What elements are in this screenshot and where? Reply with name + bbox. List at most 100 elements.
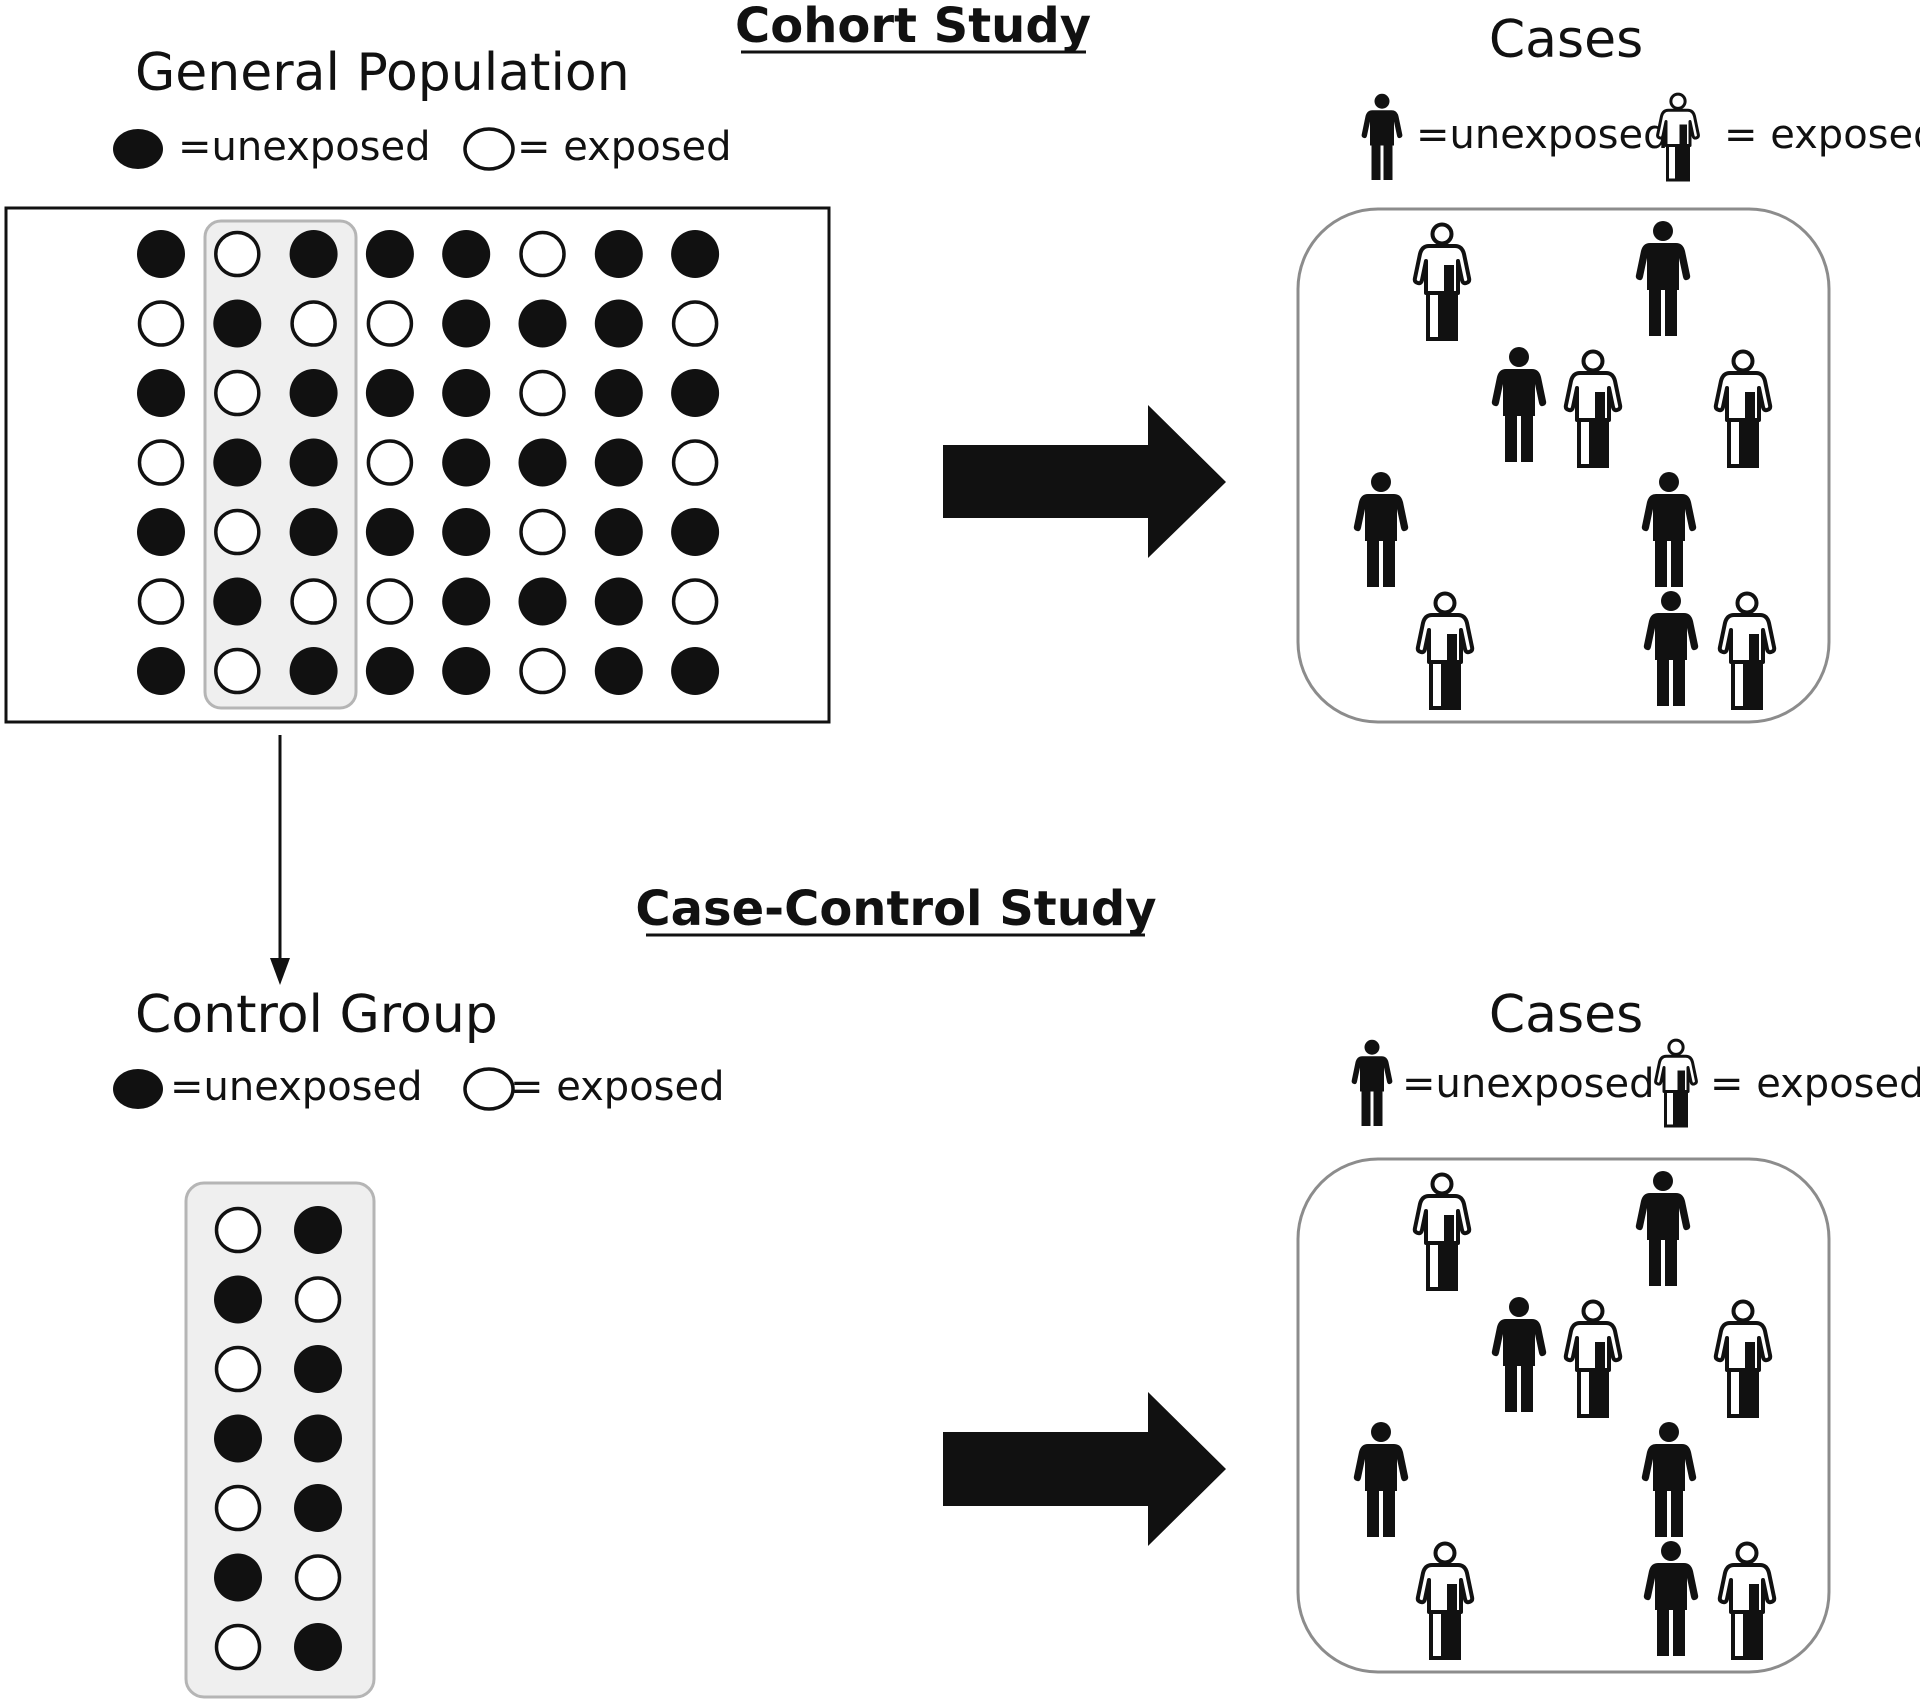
control-unexposed-dot xyxy=(214,1275,262,1324)
unexposed-person-icon xyxy=(1361,93,1403,180)
exposed-person-icon xyxy=(1412,222,1472,341)
population-unexposed-dot xyxy=(442,508,491,556)
population-exposed-dot xyxy=(366,578,414,625)
cc-cases-label: Cases xyxy=(1489,985,1643,1045)
control-unexposed-dot xyxy=(294,1345,342,1393)
population-exposed-dot xyxy=(214,647,261,695)
exposed-person-icon xyxy=(1415,1541,1475,1660)
unexposed-person-icon xyxy=(1635,221,1691,336)
population-unexposed-dot xyxy=(137,647,185,695)
population-unexposed-dot xyxy=(671,230,720,278)
population-unexposed-dot xyxy=(594,299,643,348)
control-legend-unexposed: =unexposed xyxy=(170,1064,423,1110)
exposed-person-icon xyxy=(1717,1541,1777,1660)
population-unexposed-dot xyxy=(671,369,720,417)
population-unexposed-dot xyxy=(442,230,491,278)
population-exposed-dot xyxy=(519,369,566,417)
control-unexposed-dot xyxy=(214,1553,262,1602)
population-unexposed-dot xyxy=(289,369,338,417)
population-exposed-dot xyxy=(137,439,185,486)
control-exposed-dot xyxy=(214,1206,262,1254)
exposed-person-icon xyxy=(1415,591,1475,710)
unexposed-person-icon xyxy=(1635,1171,1691,1286)
population-unexposed-dot xyxy=(365,230,414,278)
exposed-person-icon xyxy=(1717,591,1777,710)
population-unexposed-dot xyxy=(289,438,338,487)
exposed-person-icon xyxy=(1654,1038,1698,1128)
unexposed-person-icon xyxy=(1491,1297,1547,1412)
unexposed-person-icon xyxy=(1641,472,1697,587)
cohort-arrow-icon xyxy=(943,405,1226,558)
unexposed-person-icon xyxy=(1353,472,1409,587)
population-unexposed-dot xyxy=(442,369,491,417)
control-exposed-dot xyxy=(214,1484,262,1532)
population-unexposed-dot xyxy=(518,438,567,487)
population-dots xyxy=(137,230,720,695)
exposed-person-icon xyxy=(1713,1299,1773,1418)
population-exposed-dot xyxy=(214,369,261,417)
population-unexposed-dot xyxy=(594,508,643,556)
population-unexposed-dot xyxy=(671,647,720,695)
cohort-cases-legend-exposed: = exposed xyxy=(1724,112,1920,158)
unexposed-person-icon xyxy=(1643,591,1699,706)
legend-unexposed-person-icon xyxy=(1351,1039,1393,1126)
exposed-person-icon xyxy=(1563,349,1623,468)
control-unexposed-dot xyxy=(294,1623,342,1671)
legend-unexposed-dot-icon xyxy=(113,1069,163,1109)
population-exposed-dot xyxy=(671,439,719,486)
population-unexposed-dot xyxy=(137,369,185,417)
legend-unexposed-dot-icon xyxy=(113,129,163,169)
population-unexposed-dot xyxy=(518,299,567,348)
unexposed-person-icon xyxy=(1643,1541,1699,1656)
population-label: General Population xyxy=(135,43,630,103)
population-unexposed-dot xyxy=(289,230,338,278)
population-unexposed-dot xyxy=(442,647,491,695)
population-unexposed-dot xyxy=(289,647,338,695)
population-unexposed-dot xyxy=(442,299,491,348)
population-unexposed-dot xyxy=(594,369,643,417)
unexposed-person-icon xyxy=(1491,347,1547,462)
legend-exposed-dot-icon xyxy=(463,127,515,171)
population-exposed-dot xyxy=(290,578,337,625)
control-exposed-dot xyxy=(214,1345,262,1393)
case-control-arrow-icon xyxy=(943,1392,1226,1546)
legend-exposed-person-icon xyxy=(1654,1038,1698,1128)
cohort-cases-legend-unexposed: =unexposed xyxy=(1416,112,1669,158)
unexposed-person-icon xyxy=(1353,1422,1409,1537)
legend-exposed-dot-icon xyxy=(463,1067,515,1111)
population-unexposed-dot xyxy=(289,508,338,556)
exposed-person-icon xyxy=(1713,349,1773,468)
cc-cases-people xyxy=(1353,1171,1777,1660)
population-unexposed-dot xyxy=(365,647,414,695)
population-exposed-dot xyxy=(214,230,261,278)
unexposed-person-icon xyxy=(1351,1039,1393,1126)
population-unexposed-dot xyxy=(442,577,491,626)
control-exposed-dot xyxy=(214,1623,262,1671)
control-legend-exposed: = exposed xyxy=(510,1064,725,1110)
population-legend-exposed: = exposed xyxy=(517,124,732,170)
control-unexposed-dot xyxy=(214,1414,262,1463)
case-control-section: Case-Control Study Control Group =unexpo… xyxy=(113,881,1920,1699)
population-legend-unexposed: =unexposed xyxy=(178,124,431,170)
population-unexposed-dot xyxy=(518,577,567,626)
population-unexposed-dot xyxy=(137,508,185,556)
population-unexposed-dot xyxy=(213,577,262,626)
population-exposed-dot xyxy=(214,508,261,556)
population-exposed-dot xyxy=(519,508,566,556)
population-unexposed-dot xyxy=(137,230,185,278)
exposed-person-icon xyxy=(1563,1299,1623,1418)
population-exposed-dot xyxy=(366,439,414,486)
population-exposed-dot xyxy=(519,647,566,695)
sampling-arrowhead-icon xyxy=(270,958,290,985)
population-exposed-dot xyxy=(366,300,414,347)
population-unexposed-dot xyxy=(594,230,643,278)
cohort-cases-label: Cases xyxy=(1489,10,1643,70)
cc-cases-legend-exposed: = exposed xyxy=(1710,1061,1920,1107)
cohort-section: Cohort Study General Population =unexpos… xyxy=(4,0,1920,724)
population-exposed-dot xyxy=(519,230,566,278)
population-unexposed-dot xyxy=(213,299,262,348)
population-unexposed-dot xyxy=(213,438,262,487)
population-unexposed-dot xyxy=(442,438,491,487)
control-exposed-dot xyxy=(294,1276,342,1323)
